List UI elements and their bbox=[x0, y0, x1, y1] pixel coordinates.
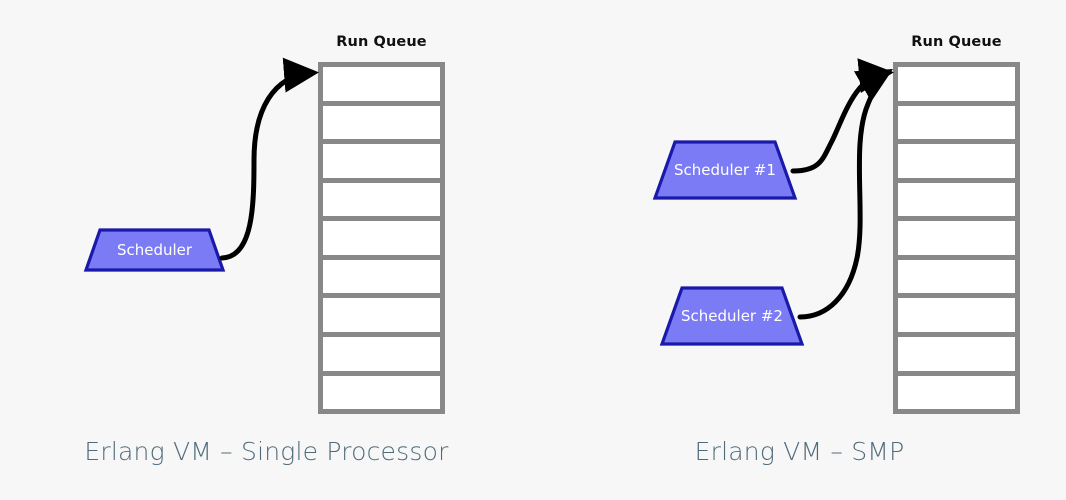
panel-single-processor: Run Queue Scheduler bbox=[83, 34, 449, 466]
run-queue-cell bbox=[323, 259, 440, 299]
trapezoid-icon bbox=[659, 286, 805, 346]
arrow-scheduler-to-queue bbox=[219, 57, 319, 261]
run-queue-cell bbox=[323, 144, 440, 183]
run-queue-cell bbox=[323, 336, 440, 376]
scheduler-shape[interactable]: Scheduler bbox=[83, 228, 226, 272]
panel-caption-smp: Erlang VM – SMP bbox=[694, 437, 905, 466]
trapezoid-icon bbox=[652, 140, 798, 200]
run-queue-box bbox=[893, 62, 1020, 414]
run-queue-cell bbox=[898, 298, 1015, 337]
panel-caption-single: Erlang VM – Single Processor bbox=[84, 437, 449, 466]
run-queue-cell bbox=[323, 375, 440, 410]
run-queue-cell bbox=[323, 298, 440, 337]
run-queue-title: Run Queue bbox=[911, 34, 1002, 50]
arrow-layer-single bbox=[219, 57, 319, 261]
run-queue-cell bbox=[323, 105, 440, 145]
run-queue-cell bbox=[898, 67, 1015, 106]
run-queue-cell bbox=[898, 336, 1015, 376]
panel-smp: Run Queue Scheduler #1 bbox=[533, 0, 1066, 500]
scheduler-1-shape[interactable]: Scheduler #1 bbox=[652, 140, 798, 200]
run-queue-cell bbox=[898, 144, 1015, 183]
run-queue-cell bbox=[898, 221, 1015, 260]
run-queue-cell bbox=[323, 67, 440, 106]
run-queue-cell bbox=[898, 105, 1015, 145]
run-queue-cell bbox=[898, 375, 1015, 410]
run-queue-cell bbox=[898, 259, 1015, 299]
scheduler-2-shape[interactable]: Scheduler #2 bbox=[659, 286, 805, 346]
run-queue-cell bbox=[898, 182, 1015, 222]
arrow-scheduler-1-to-queue bbox=[790, 58, 894, 174]
run-queue-cell bbox=[323, 221, 440, 260]
trapezoid-icon bbox=[83, 228, 226, 272]
run-queue-cell bbox=[323, 182, 440, 222]
run-queue-smp: Run Queue bbox=[893, 34, 1020, 414]
arrow-scheduler-2-to-queue bbox=[797, 69, 893, 320]
run-queue-box bbox=[318, 62, 445, 414]
run-queue-title: Run Queue bbox=[336, 34, 427, 50]
run-queue-single: Run Queue bbox=[318, 34, 445, 414]
